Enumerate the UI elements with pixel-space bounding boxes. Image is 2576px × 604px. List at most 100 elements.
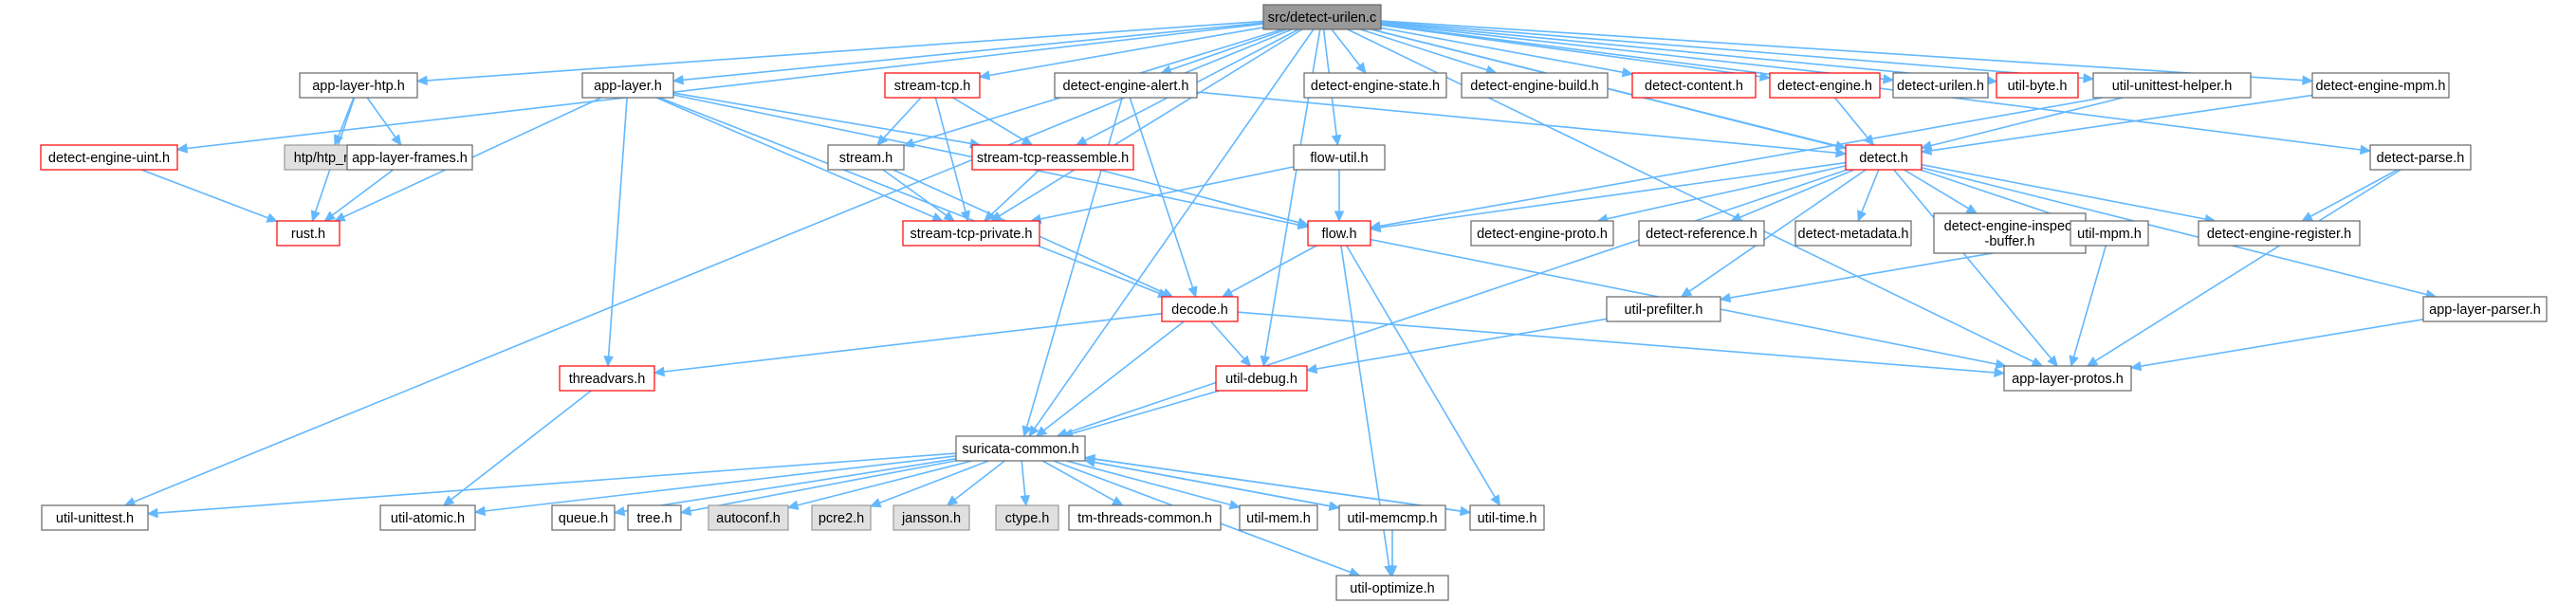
node-box[interactable] [827,144,905,171]
node-scommon[interactable]: suricata-common.h [955,435,1086,462]
node-box[interactable] [971,144,1134,171]
node-box[interactable] [1461,72,1609,99]
node-box[interactable] [40,144,178,171]
node-box[interactable] [379,504,476,531]
node-autoconf[interactable]: autoconf.h [708,504,789,531]
node-box[interactable] [2198,220,2361,247]
node-box[interactable] [2070,220,2149,247]
node-uoptimize[interactable]: util-optimize.h [1335,575,1449,601]
node-box[interactable] [2311,72,2450,99]
node-box[interactable] [346,144,473,171]
node-box[interactable] [1054,72,1198,99]
node-dereg[interactable]: detect-engine-register.h [2198,220,2361,247]
node-box[interactable] [1933,212,2087,254]
node-tmthreads[interactable]: tm-threads-common.h [1068,504,1222,531]
node-box[interactable] [1469,504,1545,531]
node-tree[interactable]: tree.h [627,504,682,531]
node-box[interactable] [1631,72,1757,99]
node-box[interactable] [902,220,1040,247]
node-applayerhtp[interactable]: app-layer-htp.h [299,72,418,99]
node-box[interactable] [581,72,674,99]
node-box[interactable] [708,504,789,531]
node-box[interactable] [2003,365,2132,392]
node-utime[interactable]: util-time.h [1469,504,1545,531]
node-dengine[interactable]: detect-engine.h [1769,72,1881,99]
node-box[interactable] [551,504,616,531]
node-box[interactable] [41,504,149,531]
node-durilen[interactable]: detect-urilen.h [1892,72,1989,99]
node-box[interactable] [1262,4,1382,30]
node-box[interactable] [1892,72,1989,99]
node-box[interactable] [884,72,981,99]
node-dcontent[interactable]: detect-content.h [1631,72,1757,99]
node-box[interactable] [1606,296,1721,322]
node-ctype[interactable]: ctype.h [995,504,1059,531]
node-streamtcp[interactable]: stream-tcp.h [884,72,981,99]
node-box[interactable] [1996,72,2079,99]
node-ubyte[interactable]: util-byte.h [1996,72,2079,99]
node-box[interactable] [1161,296,1239,322]
node-debuild[interactable]: detect-engine-build.h [1461,72,1609,99]
node-box[interactable] [1470,220,1614,247]
root-file-node[interactable]: src/detect-urilen.c [1262,4,1382,30]
node-rust[interactable]: rust.h [276,220,340,247]
node-box[interactable] [1638,220,1765,247]
node-stpriv[interactable]: stream-tcp-private.h [902,220,1040,247]
node-box[interactable] [1068,504,1222,531]
node-uatomic[interactable]: util-atomic.h [379,504,476,531]
node-destate[interactable]: detect-engine-state.h [1303,72,1447,99]
node-box[interactable] [276,220,340,247]
node-jansson[interactable]: jansson.h [892,504,970,531]
node-box[interactable] [299,72,418,99]
node-box[interactable] [2369,144,2472,171]
node-box[interactable] [892,504,970,531]
node-uprefilter[interactable]: util-prefilter.h [1606,296,1721,322]
node-box[interactable] [1335,575,1449,601]
node-dempm[interactable]: detect-engine-mpm.h [2311,72,2450,99]
node-box[interactable] [811,504,872,531]
node-udebug[interactable]: util-debug.h [1215,365,1308,392]
node-umem[interactable]: util-mem.h [1239,504,1318,531]
node-uunittest[interactable]: util-unittest.h [41,504,149,531]
node-umemcmp[interactable]: util-memcmp.h [1338,504,1446,531]
node-alframes[interactable]: app-layer-frames.h [346,144,473,171]
node-box[interactable] [1239,504,1318,531]
node-alparser[interactable]: app-layer-parser.h [2422,296,2548,322]
node-dmeta[interactable]: detect-metadata.h [1794,220,1912,247]
node-uunithelper[interactable]: util-unittest-helper.h [2092,72,2252,99]
node-box[interactable] [2092,72,2252,99]
node-queue[interactable]: queue.h [551,504,616,531]
node-box[interactable] [1769,72,1881,99]
node-label: stream-tcp-reassemble.h [977,151,1129,166]
node-deproto[interactable]: detect-engine-proto.h [1470,220,1614,247]
node-alprotos[interactable]: app-layer-protos.h [2003,365,2132,392]
node-umpm[interactable]: util-mpm.h [2070,220,2149,247]
node-detect[interactable]: detect.h [1845,144,1923,171]
node-box[interactable] [2422,296,2548,322]
node-dealert[interactable]: detect-engine-alert.h [1054,72,1198,99]
node-flowutil[interactable]: flow-util.h [1293,144,1386,171]
edge-line [879,460,989,504]
node-threadvars[interactable]: threadvars.h [559,365,655,392]
node-box[interactable] [627,504,682,531]
node-box[interactable] [559,365,655,392]
node-box[interactable] [1303,72,1447,99]
node-box[interactable] [955,435,1086,462]
node-box[interactable] [1293,144,1386,171]
node-dref[interactable]: detect-reference.h [1638,220,1765,247]
node-box[interactable] [1215,365,1308,392]
node-box[interactable] [1307,220,1371,247]
node-streasm[interactable]: stream-tcp-reassemble.h [971,144,1134,171]
node-box[interactable] [1845,144,1923,171]
node-decode[interactable]: decode.h [1161,296,1239,322]
node-flow[interactable]: flow.h [1307,220,1371,247]
node-deinspect[interactable]: detect-engine-inspect-buffer.h [1933,212,2087,254]
node-box[interactable] [1794,220,1912,247]
node-pcre2[interactable]: pcre2.h [811,504,872,531]
node-deuint[interactable]: detect-engine-uint.h [40,144,178,171]
node-box[interactable] [995,504,1059,531]
node-stream[interactable]: stream.h [827,144,905,171]
node-applayer[interactable]: app-layer.h [581,72,674,99]
node-box[interactable] [1338,504,1446,531]
node-dparse[interactable]: detect-parse.h [2369,144,2472,171]
